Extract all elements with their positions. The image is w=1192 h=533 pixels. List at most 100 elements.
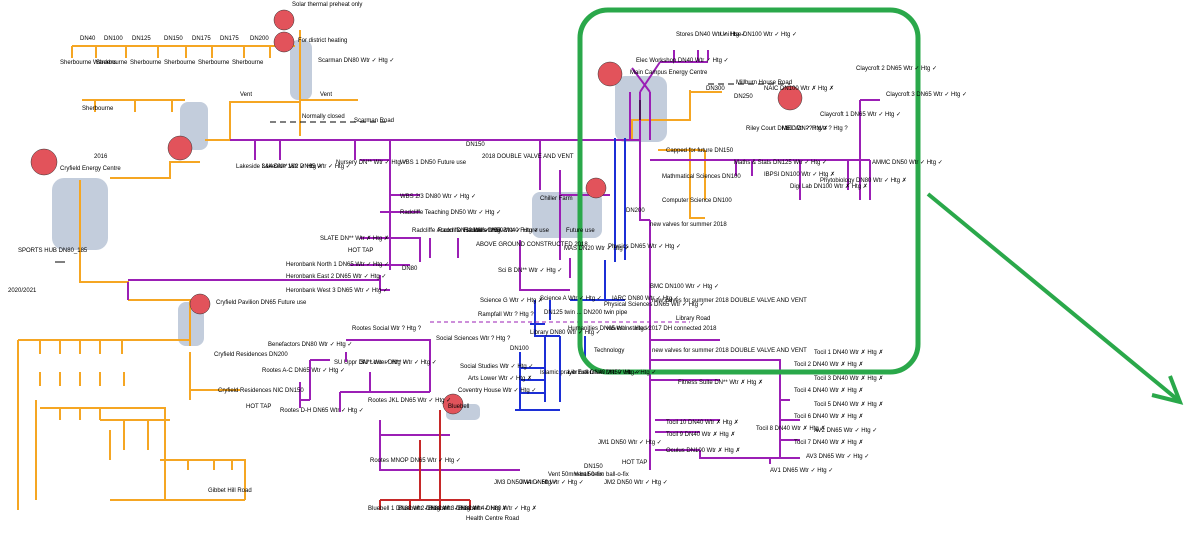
misc-lines <box>55 83 790 323</box>
label-nursery: Nursery DN** Wtr ✓ Htg ✓ <box>336 160 407 166</box>
label-dn100a: DN100 <box>104 36 123 42</box>
label-heronbank-2: Heronbank East 2 DN65 Wtr ✓ Htg ✓ <box>286 274 386 280</box>
label-2018-dvv: 2018 DOUBLE VALVE AND VENT <box>482 154 574 160</box>
label-cryfield-residences: Cryfield Residences DN200 <box>214 352 288 358</box>
label-heronbank-3: Heronbank West 3 DN65 Wtr ✓ Htg ✓ <box>286 288 388 294</box>
label-heronbank-1: Heronbank North 1 DN65 Wtr ✓ Htg ✓ <box>286 262 389 268</box>
label-tocil-3: Tocil 3 DN40 Wtr ✗ Htg ✗ <box>814 375 883 382</box>
label-rootes-jkl: Rootes JKL DN65 Wtr ✓ Htg ✓ <box>368 398 451 404</box>
label-vent-2: Vent <box>320 92 332 98</box>
label-av3: AV3 DN65 Wtr ✓ Htg ✓ <box>806 454 869 460</box>
label-future-use: Future use <box>566 228 595 234</box>
label-technology: Technology <box>594 348 624 354</box>
label-elec-workshop: Elec Workshop DN40 Wtr ✓ Htg ✓ <box>636 58 729 64</box>
label-lakeside-34: Lakeside 3&4 DN** Wtr ✓ Htg ✓ <box>236 164 323 170</box>
label-physical-sciences: Physical Sciences DN65 Wtr ✓ Htg ✓ <box>604 302 705 308</box>
label-sci-b: Sci B DN** Wtr ✓ Htg ✓ <box>498 268 562 274</box>
label-naic: NAIC DN100 Wtr ✗ Htg ✗ <box>764 85 834 92</box>
label-ibpsi: IBPSI DN100 Wtr ✓ Htg ✗ <box>764 171 835 178</box>
label-sherbourne-6: Sherbourne <box>232 60 264 66</box>
label-dn125-twin: DN125 twin ... DN200 twin pipe <box>544 310 628 316</box>
label-sports-hub: SPORTS HUB DN80_185 <box>18 248 88 254</box>
label-islamic-prayer: Islamic prayer hall DN40 Wtr ✓ Htg ✓ <box>540 370 641 376</box>
label-sherbourne-7: Sherbourne <box>82 106 114 112</box>
label-dn150a: DN150 <box>164 36 183 42</box>
blue-pipework <box>515 138 626 411</box>
label-hot-tap-2: HOT TAP <box>246 404 271 410</box>
label-computer-science: Computer Science DN100 <box>662 198 732 204</box>
label-tocil-8: Tocil 8 DN40 Wtr ✗ Htg ✗ <box>756 425 825 432</box>
energy-centre-markers <box>30 9 803 415</box>
label-dn125: DN125 <box>132 36 151 42</box>
label-dn250: DN250 <box>734 94 753 100</box>
purple-pipework <box>127 50 880 471</box>
label-rampfall: Rampfall Wtr ? Htg ? <box>478 312 534 318</box>
label-arts-lower: Arts Lower Wtr ✓ Htg ✗ <box>468 375 532 382</box>
label-social-sciences: Social Sciences Wtr ? Htg ? <box>436 336 511 342</box>
label-above-ground: ABOVE GROUND CONSTRUCTED 2018 <box>476 242 588 248</box>
label-claycroft-3: Claycroft 3 DN65 Wtr ✓ Htg ✓ <box>886 92 967 98</box>
label-sherbourne-3: Sherbourne <box>130 60 162 66</box>
label-stores: Stores DN40 Wtr ✓ Htg ✓ <box>676 32 746 38</box>
label-dn150b: DN150 <box>466 142 485 148</box>
label-sherbourne-2: Sherbourne <box>96 60 128 66</box>
label-su-lower: SU Lower DN** Wtr ✓ Htg ✓ <box>360 360 437 366</box>
label-health-centre-road: Health Centre Road <box>466 516 519 522</box>
label-wbs23: WBS 2/3 DN80 Wtr ✓ Htg ✓ <box>400 194 476 200</box>
label-normally-closed: Normally closed <box>302 114 345 120</box>
label-dn300: DN300 <box>706 86 725 92</box>
label-layer: Solar thermal preheat only For district … <box>8 2 967 522</box>
label-radcliffe-accom: Radcliffe Accom DN50 Wtr ✓ Htg ✓ <box>412 228 507 234</box>
label-benefactors: Benefactors DN80 Wtr ✓ Htg ✓ <box>268 342 352 348</box>
label-dn200b: DN200 <box>626 208 645 214</box>
label-rootes-dh: Rootes D-H DN65 Wtr ✓ Htg ✓ <box>280 408 364 414</box>
label-bluebell-3: Bluebell 3 DN80 Wtr ✓ Htg ✗ <box>428 505 507 512</box>
label-library-road: Library Road <box>676 316 710 322</box>
label-bluebell-4: Bluebell 4 DN80 Wtr ✓ Htg ✗ <box>458 505 537 512</box>
chiller-farm-box <box>532 192 602 238</box>
label-humanities: Humanities DN65 Wtr ✓ Htg ✓ <box>568 326 650 332</box>
label-main-campus-ec: Main Campus Energy Centre <box>630 70 708 76</box>
label-riley-court: Riley Court DN80 Wtr ✓ Htg ✗ <box>746 125 828 132</box>
label-jm1: JM1 DN50 Wtr ✓ Htg ✓ <box>598 440 662 446</box>
pointer-arrow <box>926 192 1184 405</box>
label-tocil-1: Tocil 1 DN40 Wtr ✗ Htg ✗ <box>814 349 883 356</box>
label-physics: Physics DN65 Wtr ✓ Htg ✓ <box>608 244 681 250</box>
label-tocil-5: Tocil 5 DN40 Wtr ✗ Htg ✗ <box>814 401 883 408</box>
label-science-a: Science A Wtr ✓ Htg ✓ <box>540 296 602 302</box>
label-coventry-house: Coventry House Wtr ✓ Htg ✓ <box>458 388 536 394</box>
label-cryfield-pavilion: Cryfield Pavilion DN65 Future use <box>216 300 307 306</box>
label-solar: Solar thermal preheat only <box>292 2 362 8</box>
label-mas: MAS DN20 Wtr ✓ Htg ✓ <box>564 246 629 252</box>
label-vent-50b: Vent 50mm ball-o-fix <box>574 472 629 478</box>
label-claycroft-2: Claycroft 2 DN65 Wtr ✓ Htg ✓ <box>856 66 937 72</box>
label-2020: 2020/2021 <box>8 288 37 294</box>
label-digi-lab: Digi Lab DN100 Wtr ✗ Htg ✗ <box>790 183 868 190</box>
label-jm3: JM3 DN50 Wtr ✓ Htg ✓ <box>494 480 558 486</box>
label-dn175b: DN175 <box>220 36 239 42</box>
label-tocil-10: Tocil 10 DN40 Wtr ✗ Htg ✗ <box>666 419 739 426</box>
label-math-sciences: Mathmatical Sciences DN100 <box>662 174 741 180</box>
label-su-uppr: SU Uppr DN** Wtr ✓ Htg ✓ <box>334 360 407 366</box>
label-cryfield-residences-nic: Cryfield Residences NIC DN150 <box>218 388 304 394</box>
label-radcliffe-teaching: Radcliffe Teaching DN50 Wtr ✓ Htg ✓ <box>400 210 501 216</box>
label-radcliffe-mba: Radcliffe MBA DN40 Future use <box>464 228 550 234</box>
highlight-box[interactable] <box>577 7 921 375</box>
label-tocil-2: Tocil 2 DN40 Wtr ✗ Htg ✗ <box>794 361 863 368</box>
label-2016: 2016 <box>94 154 108 160</box>
label-dn200a: DN200 <box>250 36 269 42</box>
label-slate: SLATE DN** Wtr ✗ Htg ✗ <box>320 235 389 242</box>
label-fitness-suite: Fitness Suite DN** Wtr ✗ Htg ✗ <box>678 379 763 386</box>
label-sherbourne-wardens: Sherbourne Wardens <box>60 60 117 66</box>
red-pipework <box>379 410 471 510</box>
label-tocil-4: Tocil 4 DN40 Wtr ✗ Htg ✗ <box>794 387 863 394</box>
label-gibbet-hill: Gibbet Hill Road <box>208 488 252 494</box>
label-jm4: JM4 DN50 Wtr ✓ Htg ✓ <box>520 480 584 486</box>
label-valves-2017: valves installed 2017 DH connected 2018 <box>606 326 717 332</box>
label-tocil-6: Tocil 6 DN40 Wtr ✗ Htg ✗ <box>794 413 863 420</box>
label-bluebell-1: Bluebell 1 DN80 Wtr ✓ Htg ✗ <box>368 505 447 512</box>
label-district-heating: For district heating <box>298 38 347 44</box>
label-ammc: AMMC DN50 Wtr ✓ Htg ✓ <box>872 160 943 166</box>
